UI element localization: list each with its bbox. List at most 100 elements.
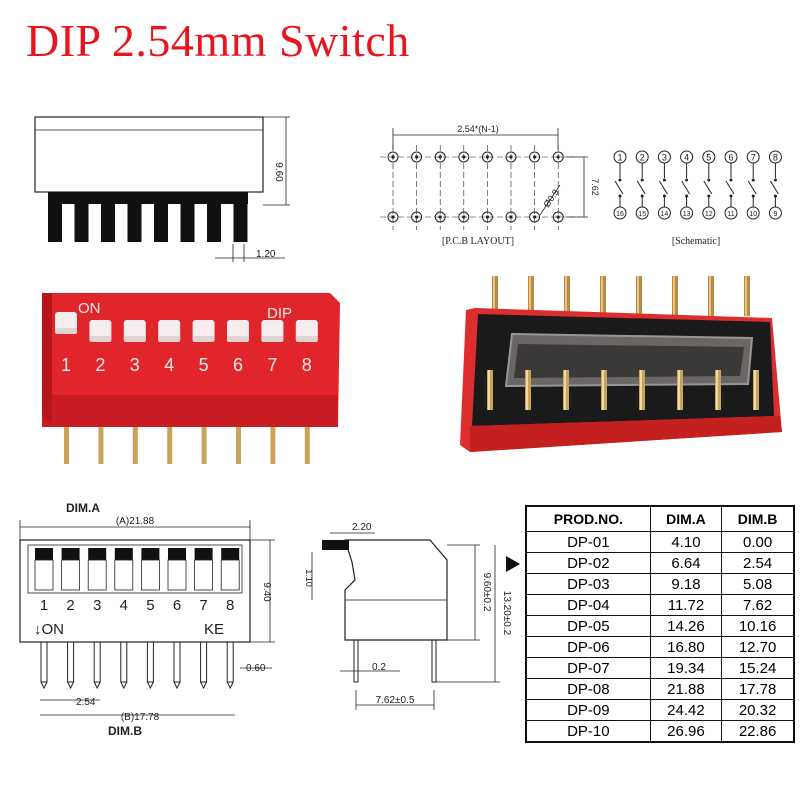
schematic-switch: [681, 180, 691, 195]
table-cell: DP-09: [525, 699, 651, 721]
dim-a-value: (A)21.88: [116, 516, 155, 527]
dim-pin: [93, 641, 101, 683]
pcb-hole-center: [533, 155, 537, 159]
dip-label: DIP: [267, 305, 292, 322]
table-header: DIM.A: [649, 505, 723, 532]
pcb-hole: [434, 211, 446, 223]
dim-pin: [173, 641, 181, 683]
table-cell: 6.64: [649, 552, 723, 574]
schematic-caption: [Schematic]: [672, 236, 720, 247]
pin-comb: [48, 192, 248, 242]
gold-pin: [236, 424, 241, 464]
table-header: DIM.B: [721, 505, 795, 532]
schematic-pin-number: 10: [749, 211, 757, 218]
dim-pin: [40, 641, 48, 683]
dim-slider-top: [35, 548, 53, 560]
dim-number: 5: [146, 597, 154, 614]
front-number: 2: [95, 355, 105, 375]
schematic-switch: [703, 180, 713, 195]
schematic-switch: [725, 180, 735, 195]
front-number: 3: [130, 355, 140, 375]
comb-pin: [74, 192, 89, 242]
gold-pin-highlight: [678, 370, 680, 410]
comb-pin: [233, 192, 248, 242]
dim-b-title: DIM.B: [108, 724, 142, 738]
slider-shadow: [89, 336, 112, 342]
schematic-pin-number: 3: [662, 153, 667, 163]
dim-pin-tip: [40, 681, 48, 690]
table-cell: 14.26: [649, 615, 723, 637]
side-row-label: 7.62±0.5: [376, 695, 415, 706]
pcb-hole-center: [462, 155, 466, 159]
front-pins: [64, 424, 310, 464]
pcb-hole: [529, 211, 541, 223]
slider-shadow: [227, 336, 249, 342]
table-header-row: PROD.NO. DIM.A DIM.B: [525, 505, 795, 532]
pcb-hole-center: [533, 215, 537, 219]
comb-pin: [101, 192, 115, 242]
table-cell: DP-04: [525, 594, 651, 616]
front-number: 5: [199, 355, 209, 375]
slider-shadow: [55, 328, 77, 334]
pcb-holes: [387, 145, 564, 230]
pcb-hole-center: [438, 155, 442, 159]
dim-pin: [226, 641, 234, 683]
dim-slider-body: [194, 559, 214, 591]
table-cell: 12.70: [721, 636, 795, 658]
dim-slider-top: [88, 548, 107, 560]
gold-pin-highlight: [745, 276, 747, 316]
dim-slider-top: [194, 548, 213, 560]
schematic-contact: [640, 178, 644, 182]
table-cell: 21.88: [649, 678, 723, 700]
schematic-switch: [747, 180, 757, 195]
table-header: PROD.NO.: [525, 505, 651, 532]
pcb-hole-center: [556, 155, 560, 159]
pcb-hole-center: [415, 155, 419, 159]
dim-number: 2: [66, 597, 74, 614]
table-cell: 15.24: [721, 657, 795, 679]
gold-pin-highlight: [602, 370, 604, 410]
schematic-switch: [614, 180, 624, 195]
pin-width-label: 1.20: [256, 249, 276, 260]
table-cell: DP-06: [525, 636, 651, 658]
schematic-pin-number: 15: [638, 211, 646, 218]
schematic-pin-number: 8: [773, 153, 778, 163]
dim-number: 8: [226, 597, 234, 614]
table-cell: DP-03: [525, 573, 651, 595]
table-cell: DP-05: [525, 615, 651, 637]
gold-pin-highlight: [493, 276, 495, 316]
dim-pin: [67, 641, 75, 683]
pcb-layout-caption: [P.C.B LAYOUT]: [442, 236, 514, 247]
gold-pin-highlight: [488, 370, 490, 410]
side-small-label: 1.10: [304, 569, 314, 587]
table-cell: DP-01: [525, 531, 651, 553]
table-cell: 24.42: [649, 699, 723, 721]
pcb-hole-center: [485, 215, 489, 219]
back-top-pins: [492, 276, 750, 316]
schematic-pin-number: 9: [773, 211, 777, 218]
table-cell: 7.62: [721, 594, 795, 616]
gold-pin-highlight: [529, 276, 531, 316]
table-cell: 26.96: [649, 720, 723, 743]
schematic-pin-number: 11: [727, 211, 734, 218]
gold-pin: [98, 424, 104, 464]
slider-shadow: [158, 336, 181, 342]
side-pin-label: 0.2: [372, 662, 386, 673]
pcb-hole: [552, 151, 564, 163]
gold-pin-highlight: [637, 276, 639, 316]
pcb-hole-center: [509, 155, 513, 159]
comb-pin: [154, 192, 168, 242]
pcb-hole: [481, 151, 493, 163]
